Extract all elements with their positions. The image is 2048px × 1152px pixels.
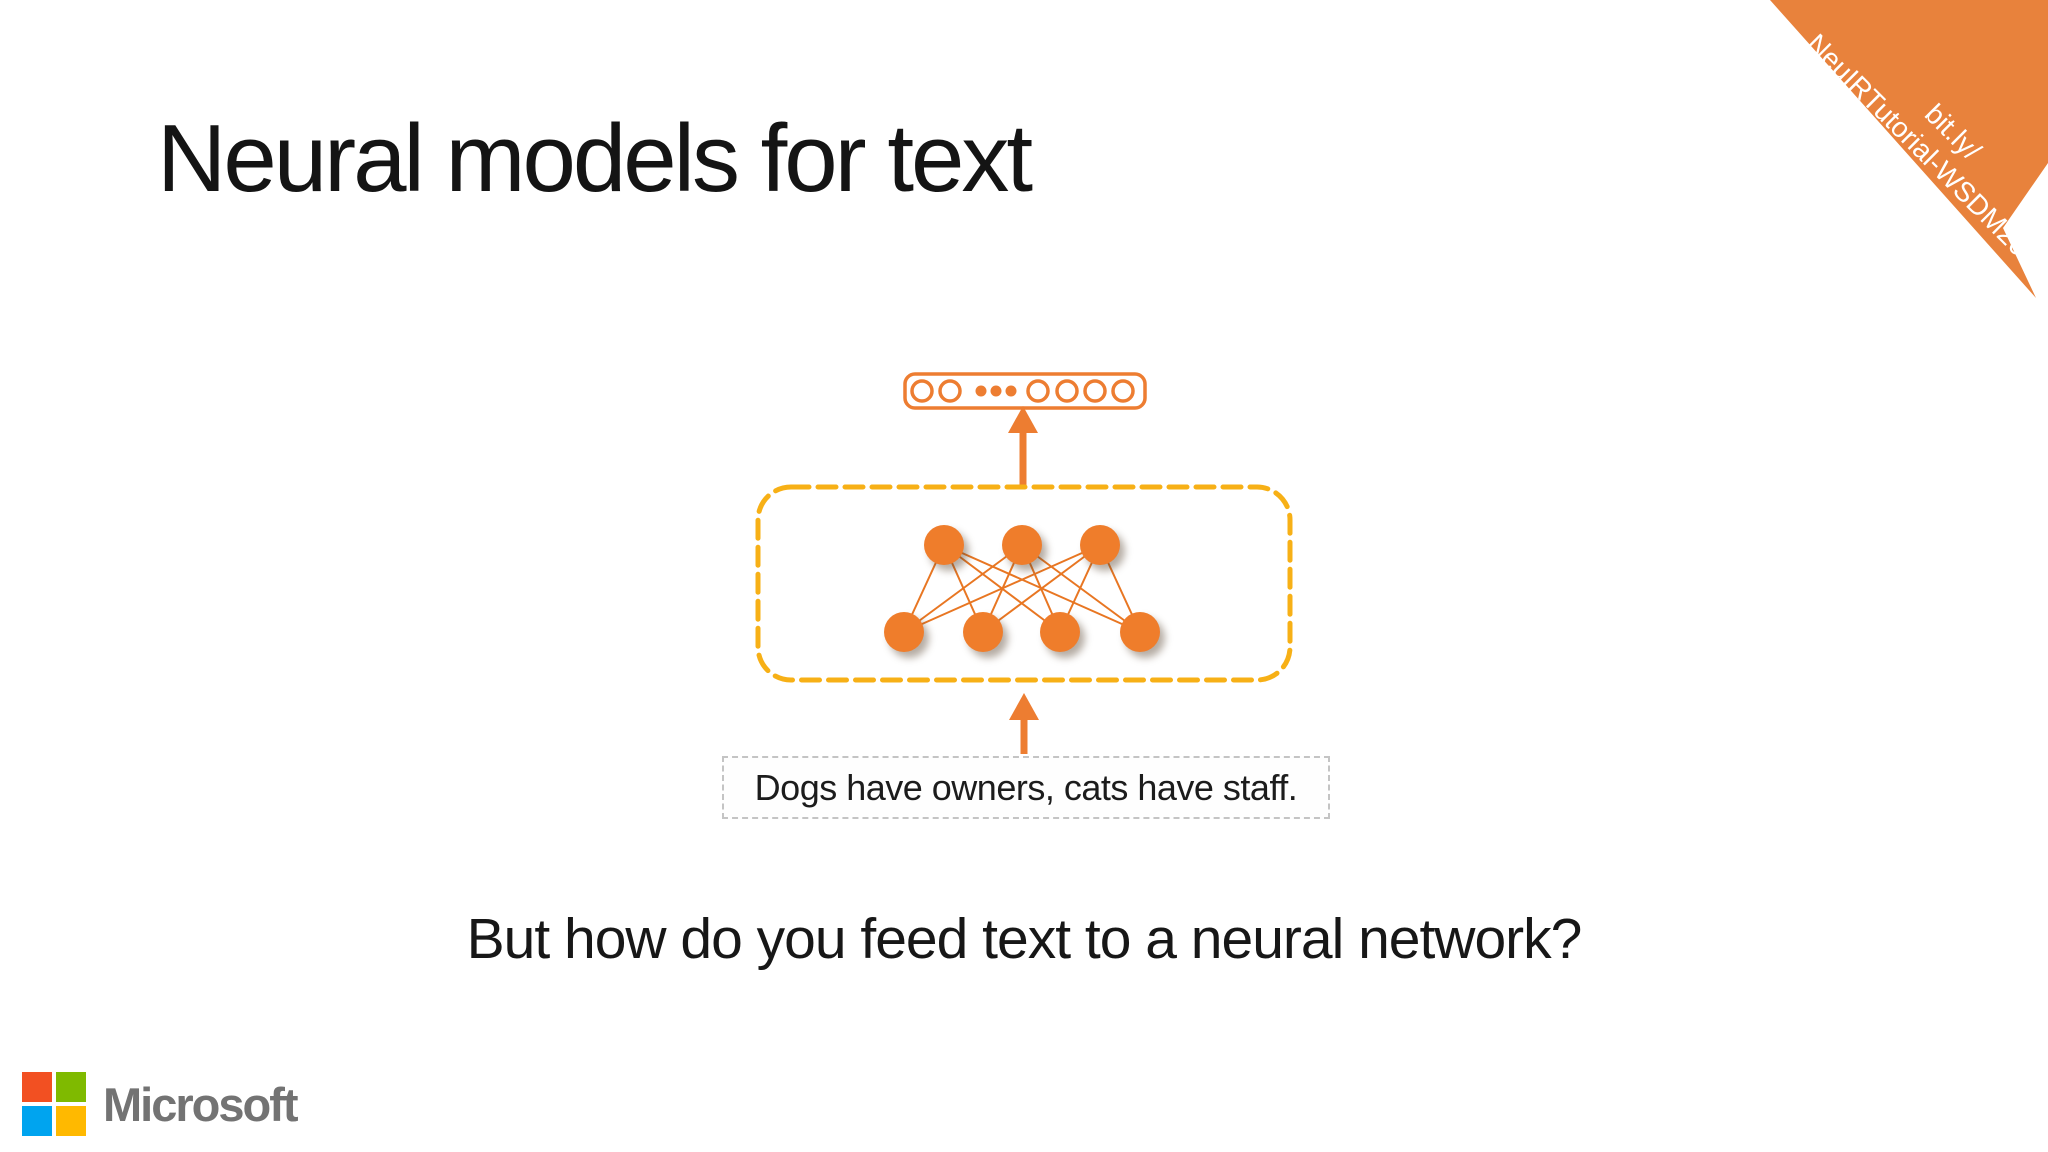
logo-square-yellow [56, 1106, 86, 1136]
ellipsis-dot [975, 385, 987, 397]
microsoft-logo: Microsoft [22, 1072, 298, 1136]
vector-unit-circle [1083, 379, 1107, 403]
ellipsis-dot [1005, 385, 1017, 397]
vector-unit-circle [1026, 379, 1050, 403]
microsoft-wordmark: Microsoft [103, 1077, 298, 1131]
network-dashed-box [755, 484, 1293, 683]
vector-ellipsis [975, 385, 1017, 397]
question-text: But how do you feed text to a neural net… [466, 907, 1583, 971]
vector-unit-circle [1111, 379, 1135, 403]
output-arrowhead-icon [1008, 406, 1038, 433]
slide-title: Neural models for text [157, 105, 1033, 212]
network-nodes [884, 525, 1160, 652]
corner-ribbon: bit.ly/ NeuIRTutorial-WSDM2017 [1770, 0, 2048, 298]
nn-edge [943, 544, 1141, 633]
input-arrowhead-icon [1009, 693, 1039, 720]
ribbon-banner-shape [1770, 0, 2048, 298]
nn-node-top [1080, 525, 1120, 565]
output-vector-box [903, 372, 1147, 410]
nn-node-top [1002, 525, 1042, 565]
vector-outline [903, 372, 1147, 410]
nn-node-bottom [1040, 612, 1080, 652]
nn-edge [943, 544, 1061, 633]
nn-node-bottom [1120, 612, 1160, 652]
logo-square-green [56, 1072, 86, 1102]
nn-edge [1021, 544, 1141, 633]
nn-node-top [924, 525, 964, 565]
output-arrow [1008, 406, 1038, 485]
vector-unit-circle [938, 379, 962, 403]
input-sentence-text: Dogs have owners, cats have staff. [754, 766, 1298, 808]
input-sentence-box: Dogs have owners, cats have staff. [722, 756, 1330, 819]
input-arrow [1009, 693, 1039, 754]
logo-square-red [22, 1072, 52, 1102]
nn-node-bottom [884, 612, 924, 652]
logo-square-blue [22, 1106, 52, 1136]
vector-unit-circle [1055, 379, 1079, 403]
vector-unit-circle [910, 379, 934, 403]
microsoft-logo-icon [22, 1072, 86, 1136]
nn-node-bottom [963, 612, 1003, 652]
ellipsis-dot [990, 385, 1002, 397]
